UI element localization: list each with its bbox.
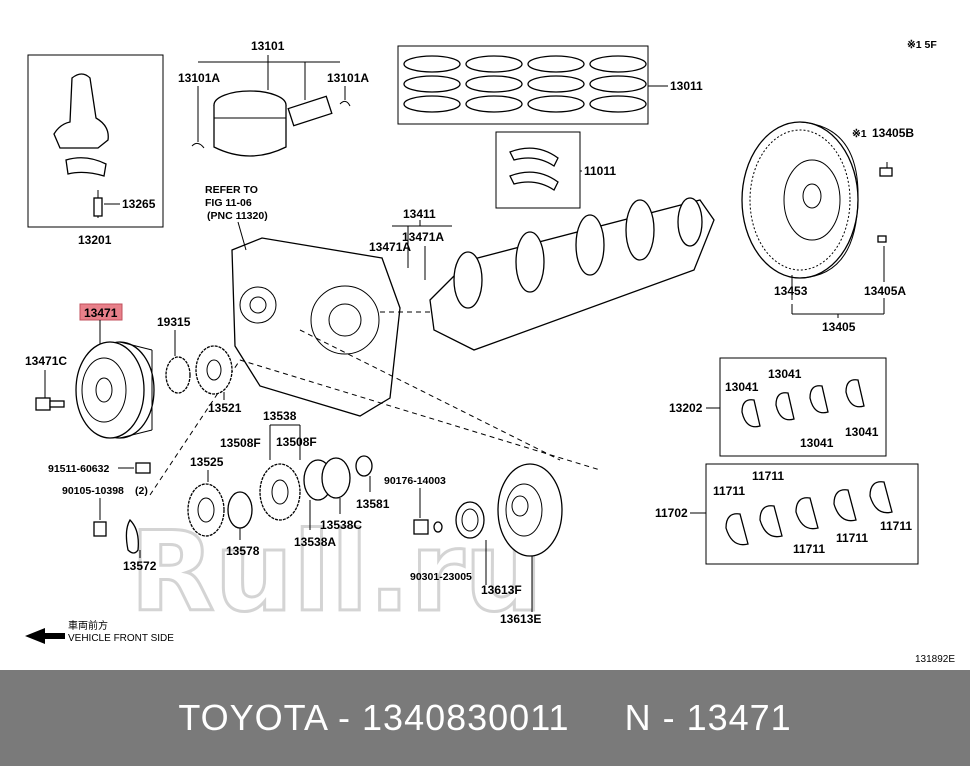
label-13538A[interactable]: 13538A <box>294 535 336 549</box>
refer-note-line3: (PNC 11320) <box>207 210 268 222</box>
label-13572[interactable]: 13572 <box>123 559 157 573</box>
main-bearings-group <box>690 463 919 565</box>
label-13471C[interactable]: 13471C <box>25 354 67 368</box>
engine-parts-diagram: Rull.ru ※1 5F 13265 13201 <box>25 39 956 665</box>
label-13405B[interactable]: 13405B <box>872 126 914 140</box>
refer-note-line1: REFER TO <box>205 184 258 196</box>
label-13581[interactable]: 13581 <box>356 497 390 511</box>
label-13101A-right[interactable]: 13101A <box>327 71 369 85</box>
pulley-bolt <box>35 397 51 411</box>
label-13613E[interactable]: 13613E <box>500 612 541 626</box>
label-13041-d[interactable]: 13041 <box>845 425 879 439</box>
label-11711-a[interactable]: 11711 <box>713 484 745 498</box>
refer-note-line2: FIG 11-06 <box>205 197 252 209</box>
flywheel-drawing <box>741 121 893 279</box>
label-19315[interactable]: 19315 <box>157 315 191 329</box>
piston-rings-group <box>397 45 668 125</box>
label-13041-a[interactable]: 13041 <box>725 380 759 394</box>
label-13201[interactable]: 13201 <box>78 233 112 247</box>
label-13538[interactable]: 13538 <box>263 409 297 423</box>
label-13578[interactable]: 13578 <box>226 544 260 558</box>
washer-90301 <box>433 521 443 533</box>
label-13405A[interactable]: 13405A <box>864 284 906 298</box>
figure-code: 131892E <box>915 654 955 665</box>
plug-90176 <box>413 519 429 535</box>
label-13405B-mark: ※1 <box>852 128 867 140</box>
label-13101A-left[interactable]: 13101A <box>178 71 220 85</box>
engine-block-drawing <box>149 221 601 496</box>
oil-seal <box>455 501 485 539</box>
vehicle-front-arrow-icon <box>25 628 65 644</box>
label-91511-60632[interactable]: 91511-60632 <box>48 463 109 475</box>
legend-english: VEHICLE FRONT SIDE <box>68 633 174 644</box>
footer-bar: TOYOTA - 1340830011 N - 13471 <box>0 670 970 766</box>
label-13265[interactable]: 13265 <box>122 197 156 211</box>
label-11011[interactable]: 11011 <box>584 164 616 178</box>
label-13041-b[interactable]: 13041 <box>768 367 802 381</box>
bolt-91511 <box>135 462 151 474</box>
label-13453[interactable]: 13453 <box>774 284 808 298</box>
oil-pump-drawing <box>497 463 563 557</box>
gear-13521 <box>195 345 233 395</box>
label-13538C[interactable]: 13538C <box>320 518 362 532</box>
crankshaft-pulley-drawing <box>75 341 155 439</box>
label-13471-highlight <box>79 303 123 321</box>
label-11711-c[interactable]: 11711 <box>793 542 825 556</box>
connecting-rod-group <box>27 54 164 228</box>
label-13471[interactable]: 13471 <box>84 306 118 320</box>
label-13041-c[interactable]: 13041 <box>800 436 834 450</box>
sprocket-19315 <box>165 356 191 394</box>
piston-group <box>191 55 351 157</box>
label-11702[interactable]: 11702 <box>655 506 688 520</box>
label-11711-d[interactable]: 11711 <box>836 531 868 545</box>
label-13508F-a[interactable]: 13508F <box>220 436 261 450</box>
label-13525[interactable]: 13525 <box>190 455 224 469</box>
crankshaft-drawing <box>429 197 715 351</box>
pulley-bolt-shank <box>49 400 65 408</box>
label-90176-14003[interactable]: 90176-14003 <box>384 475 446 487</box>
label-13411[interactable]: 13411 <box>403 207 436 221</box>
corner-note: ※1 5F <box>907 39 937 51</box>
label-13101[interactable]: 13101 <box>251 39 285 53</box>
label-13405[interactable]: 13405 <box>822 320 856 334</box>
label-11711-b[interactable]: 11711 <box>752 469 784 483</box>
label-13202[interactable]: 13202 <box>669 401 703 415</box>
legend-japanese: 車両前方 <box>68 619 108 632</box>
label-90105-10398[interactable]: 90105-10398 <box>62 485 124 497</box>
timing-gears-drawing <box>125 455 373 554</box>
part-number-caption: TOYOTA - 1340830011 N - 13471 <box>178 697 792 738</box>
conrod-bearings-group <box>706 357 887 457</box>
bolt-90105 <box>93 521 107 537</box>
thrust-washers-group <box>495 131 582 209</box>
label-13471A-a[interactable]: 13471A <box>369 240 411 254</box>
label-90105-qty: (2) <box>135 485 148 497</box>
label-13471A-b[interactable]: 13471A <box>402 230 444 244</box>
label-90301-23005[interactable]: 90301-23005 <box>410 571 472 583</box>
label-11711-e[interactable]: 11711 <box>880 519 912 533</box>
label-13521[interactable]: 13521 <box>208 401 242 415</box>
label-13613F[interactable]: 13613F <box>481 583 522 597</box>
label-13508F-b[interactable]: 13508F <box>276 435 317 449</box>
label-13011[interactable]: 13011 <box>670 79 703 93</box>
